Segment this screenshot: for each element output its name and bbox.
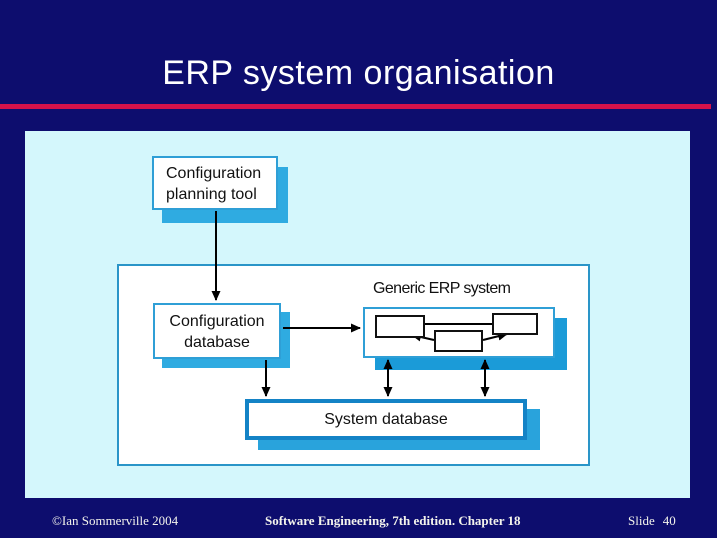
erp-module-left [375, 315, 425, 338]
slide-label: Slide [628, 513, 655, 528]
diagram-canvas: Configuration planning tool Configuratio… [25, 131, 690, 498]
planning-tool-label-line1: Configuration [166, 165, 262, 182]
planning-tool-label-line2: planning tool [166, 186, 257, 203]
title-underline [0, 104, 711, 109]
erp-module-center [434, 330, 483, 352]
config-database-label-line2: database [184, 334, 250, 351]
erp-module-right [492, 313, 538, 335]
system-database-label: System database [324, 411, 448, 428]
configuration-planning-tool-box: Configuration planning tool [152, 156, 278, 210]
configuration-database-box: Configuration database [153, 303, 281, 359]
slide-number-value: 40 [662, 513, 676, 528]
footer-slide-number: Slide 40 [628, 513, 676, 529]
page-title: ERP system organisation [162, 54, 555, 92]
generic-erp-system-label: Generic ERP system [373, 280, 511, 297]
footer-book-title: Software Engineering, 7th edition. Chapt… [265, 513, 521, 528]
config-database-label-line1: Configuration [169, 313, 265, 330]
footer-copyright: ©Ian Sommerville 2004 [52, 513, 179, 528]
system-database-box: System database [245, 399, 527, 440]
slide-footer: ©Ian Sommerville 2004 Software Engineeri… [0, 512, 717, 532]
